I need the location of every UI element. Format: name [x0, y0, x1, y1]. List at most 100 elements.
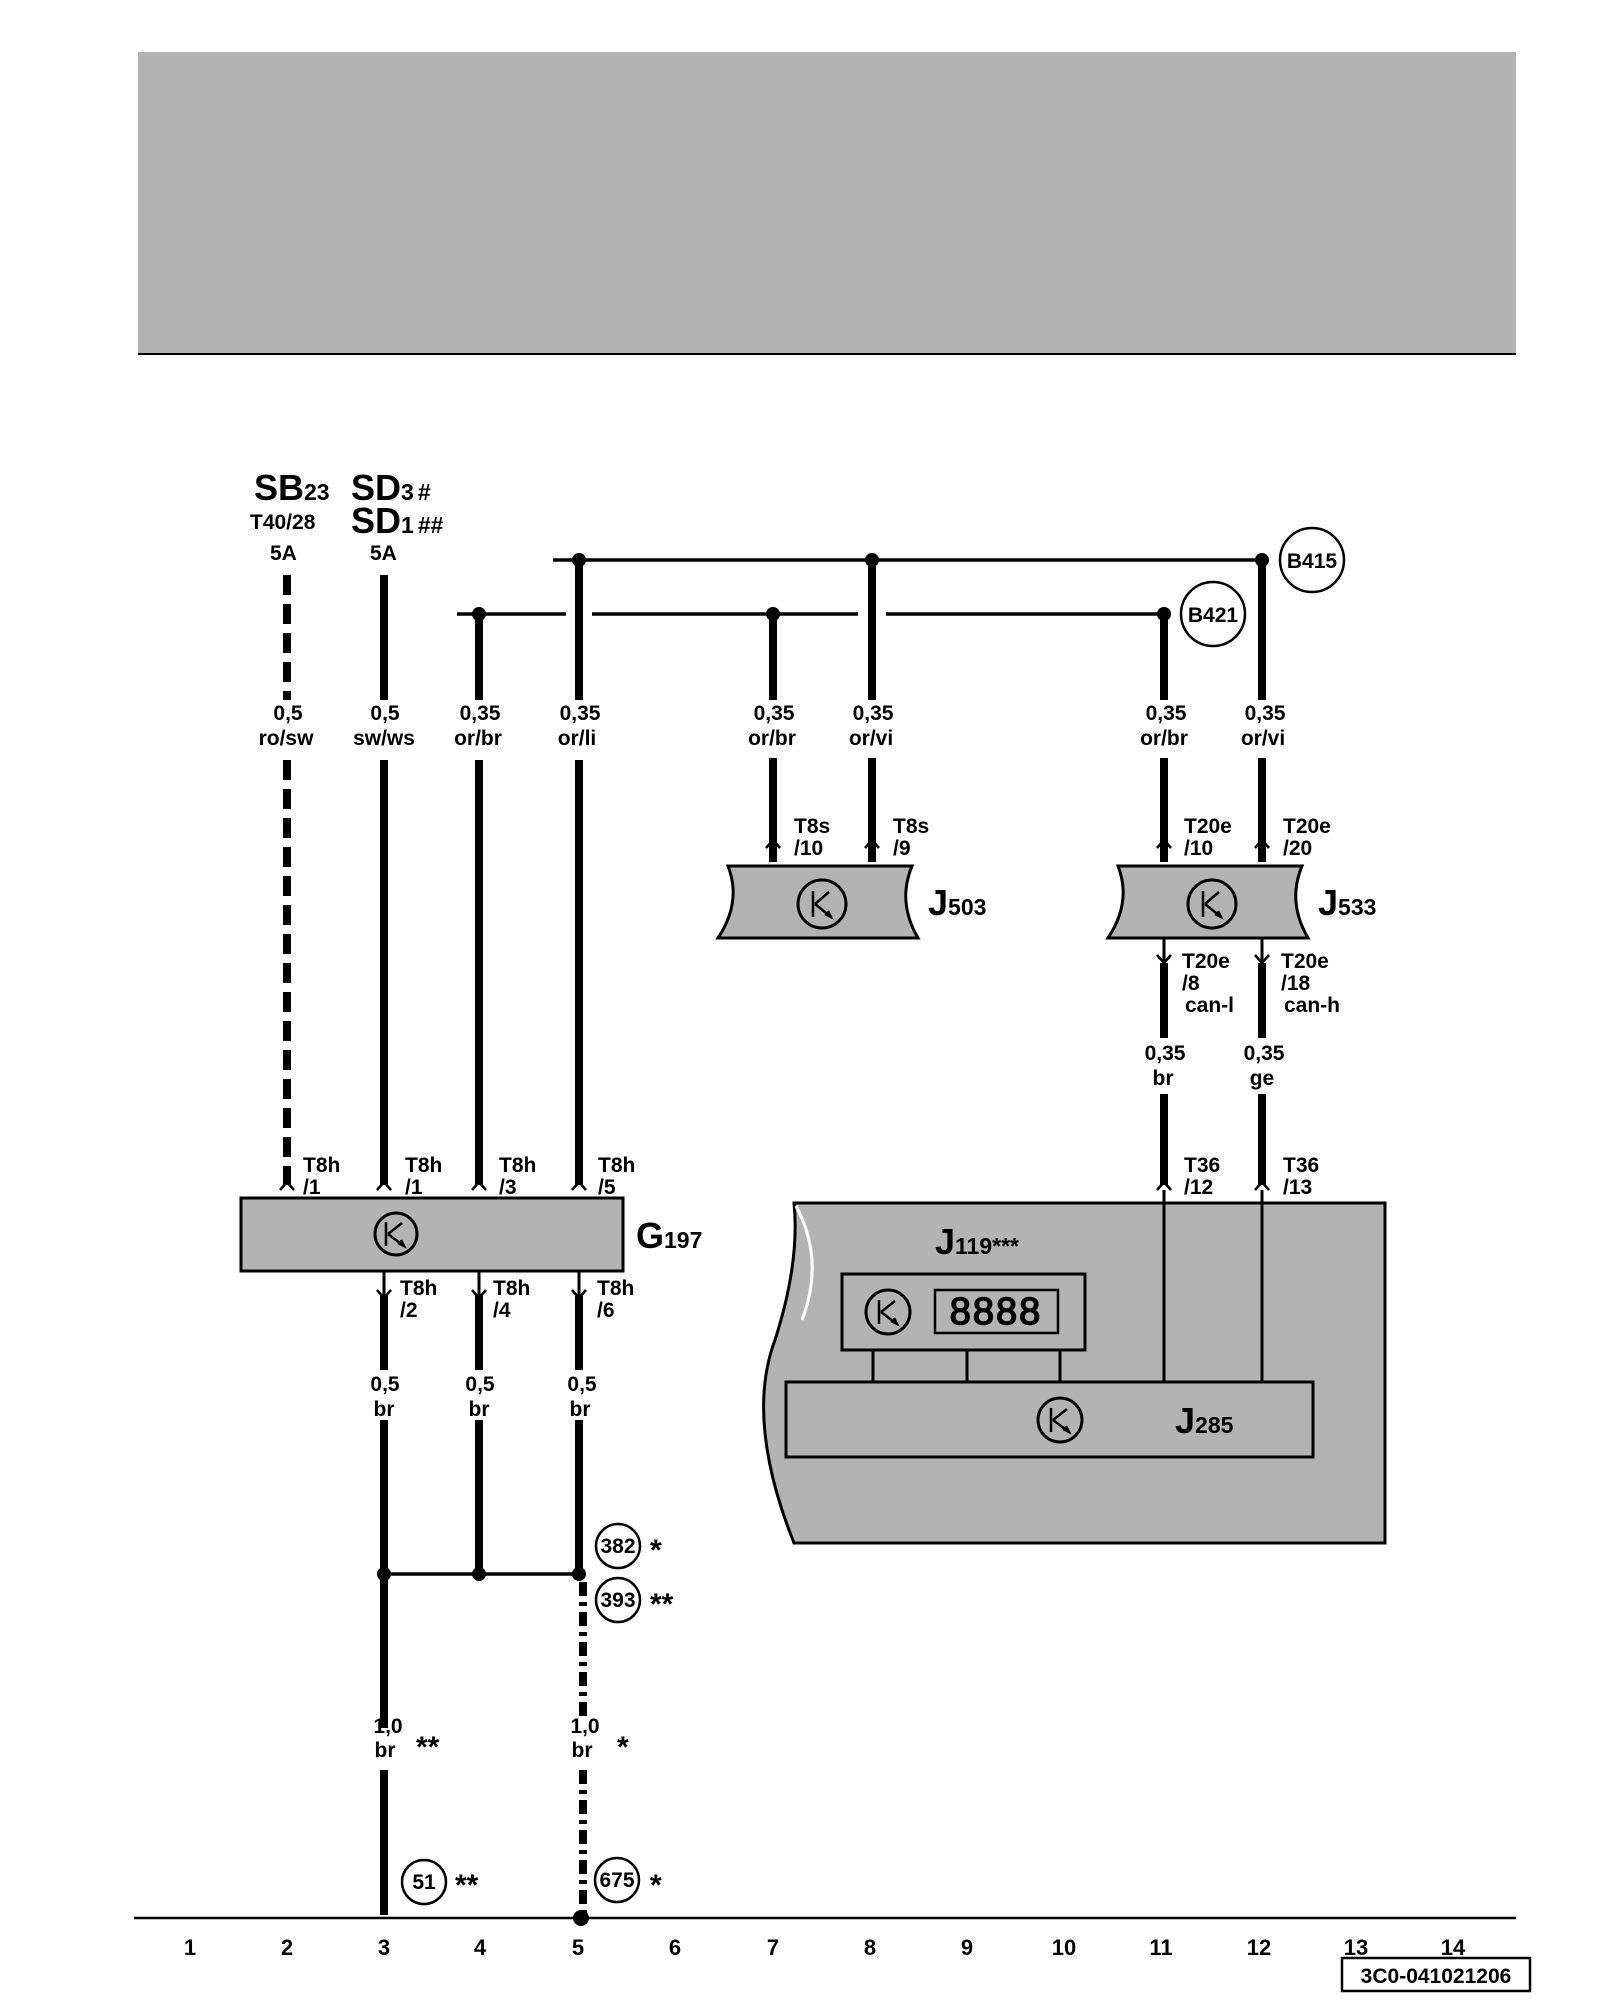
- svg-text:T20e: T20e: [1184, 815, 1232, 838]
- svg-text:**: **: [650, 1588, 674, 1621]
- svg-text:B415: B415: [1287, 550, 1338, 573]
- svg-text:/1: /1: [303, 1176, 321, 1199]
- pin-t20e-8: T20e /8 can-l: [1182, 950, 1234, 1017]
- wire-label-can-h: 0,35 ge: [1244, 1042, 1285, 1090]
- svg-text:**: **: [455, 1869, 479, 1902]
- pin-t8s-9: T8s /9: [893, 815, 929, 860]
- svg-text:1: 1: [184, 1935, 196, 1960]
- connection-675: 675 *: [593, 1856, 662, 1904]
- svg-text:T8h: T8h: [493, 1277, 530, 1300]
- svg-text:0,35: 0,35: [460, 702, 501, 725]
- svg-text:0,35: 0,35: [1146, 702, 1187, 725]
- svg-text:can-l: can-l: [1185, 994, 1234, 1017]
- svg-text:/1: /1: [405, 1176, 423, 1199]
- svg-text:382: 382: [600, 1535, 635, 1558]
- svg-text:*: *: [650, 1534, 662, 1567]
- connection-51: 51 **: [400, 1858, 479, 1906]
- fuse-sd1: SD1## 5A: [351, 500, 444, 565]
- svg-text:0,35: 0,35: [1245, 702, 1286, 725]
- svg-text:T8h: T8h: [598, 1154, 635, 1177]
- svg-text:J119***: J119***: [935, 1221, 1019, 1262]
- wire-label-col3-lower: 0,5 br: [370, 1373, 400, 1421]
- svg-text:or/br: or/br: [1140, 727, 1188, 750]
- svg-text:T36: T36: [1283, 1154, 1319, 1177]
- svg-text:or/br: or/br: [454, 727, 502, 750]
- pin-t20e-18: T20e /18 can-h: [1281, 950, 1340, 1017]
- svg-text:or/vi: or/vi: [849, 727, 893, 750]
- svg-text:0,35: 0,35: [560, 702, 601, 725]
- svg-text:8: 8: [864, 1935, 876, 1960]
- svg-text:0,35: 0,35: [1145, 1042, 1186, 1065]
- wire-label-col7: 0,35 or/br: [748, 702, 796, 750]
- svg-text:or/li: or/li: [558, 727, 597, 750]
- svg-text:J503: J503: [928, 882, 986, 923]
- pin-t8h-4: T8h /4: [493, 1277, 530, 1322]
- wire-label-col4-lower: 0,5 br: [465, 1373, 495, 1421]
- svg-text:SD1##: SD1##: [351, 500, 444, 541]
- connection-b415: B415: [1278, 526, 1346, 594]
- svg-text:8888: 8888: [950, 1291, 1043, 1333]
- svg-text:T8s: T8s: [893, 815, 929, 838]
- svg-text:br: br: [572, 1739, 593, 1762]
- wire-label-can-l: 0,35 br: [1145, 1042, 1186, 1090]
- drawing-id: 3C0-041021206: [1340, 1956, 1532, 1993]
- svg-text:T36: T36: [1184, 1154, 1220, 1177]
- svg-text:**: **: [416, 1731, 440, 1764]
- wire-label-col12: 0,35 or/vi: [1241, 702, 1286, 750]
- svg-text:br: br: [469, 1398, 490, 1421]
- svg-text:/18: /18: [1281, 972, 1311, 995]
- svg-text:J533: J533: [1318, 882, 1376, 923]
- fuse-sd3: SD3#: [351, 467, 431, 508]
- svg-text:br: br: [375, 1739, 396, 1762]
- svg-text:0,5: 0,5: [370, 1373, 400, 1396]
- svg-text:/12: /12: [1184, 1176, 1213, 1199]
- svg-text:/8: /8: [1182, 972, 1200, 995]
- svg-text:/9: /9: [893, 837, 911, 860]
- pin-t20e-10: T20e /10: [1184, 815, 1232, 860]
- svg-text:J285: J285: [1175, 1400, 1234, 1441]
- segment-display: [933, 1288, 1060, 1335]
- svg-text:5A: 5A: [270, 542, 297, 565]
- svg-text:T40/28: T40/28: [250, 511, 316, 534]
- pin-t8h-1b: T8h /1: [405, 1154, 442, 1199]
- svg-text:393: 393: [600, 1589, 635, 1612]
- svg-text:SD3#: SD3#: [351, 467, 431, 508]
- component-j503: J503: [715, 864, 986, 940]
- svg-text:3: 3: [378, 1935, 390, 1960]
- column-numbers: 1 2 3 4 5 6 7 8 9 10 11 12 13 14: [184, 1935, 1466, 1960]
- svg-text:SB23: SB23: [254, 467, 330, 508]
- svg-text:/10: /10: [794, 837, 823, 860]
- pin-t8h-3: T8h /3: [499, 1154, 536, 1199]
- header-band: [138, 52, 1516, 354]
- wire-label-col5-lower: 0,5 br: [567, 1373, 597, 1421]
- svg-text:51: 51: [412, 1871, 436, 1894]
- svg-text:T8h: T8h: [405, 1154, 442, 1177]
- svg-text:1,0: 1,0: [570, 1715, 599, 1738]
- svg-text:4: 4: [474, 1935, 487, 1960]
- wire-label-col8: 0,35 or/vi: [849, 702, 894, 750]
- pin-t36-12: T36 /12: [1184, 1154, 1220, 1199]
- svg-text:5A: 5A: [370, 542, 397, 565]
- svg-text:14: 14: [1441, 1935, 1466, 1960]
- svg-text:*: *: [650, 1869, 662, 1902]
- svg-text:3C0-041021206: 3C0-041021206: [1361, 1965, 1512, 1988]
- wire-label-col2: 0,5 ro/sw: [259, 702, 315, 750]
- svg-text:/3: /3: [499, 1176, 517, 1199]
- svg-text:ro/sw: ro/sw: [259, 727, 315, 750]
- connection-393: 393 **: [594, 1576, 674, 1624]
- svg-text:675: 675: [599, 1869, 634, 1892]
- svg-text:0,35: 0,35: [853, 702, 894, 725]
- component-j119: 8888 J119***: [840, 1221, 1087, 1352]
- wire-label-col4: 0,35 or/br: [454, 702, 502, 750]
- svg-text:br: br: [1153, 1067, 1174, 1090]
- svg-text:T20e: T20e: [1281, 950, 1329, 973]
- svg-text:T8h: T8h: [400, 1277, 437, 1300]
- svg-text:5: 5: [572, 1935, 584, 1960]
- svg-text:can-h: can-h: [1284, 994, 1340, 1017]
- connection-382: 382 *: [594, 1522, 662, 1570]
- svg-text:10: 10: [1052, 1935, 1076, 1960]
- svg-text:6: 6: [669, 1935, 681, 1960]
- wire-label-col3: 0,5 sw/ws: [353, 702, 415, 750]
- svg-text:13: 13: [1344, 1935, 1368, 1960]
